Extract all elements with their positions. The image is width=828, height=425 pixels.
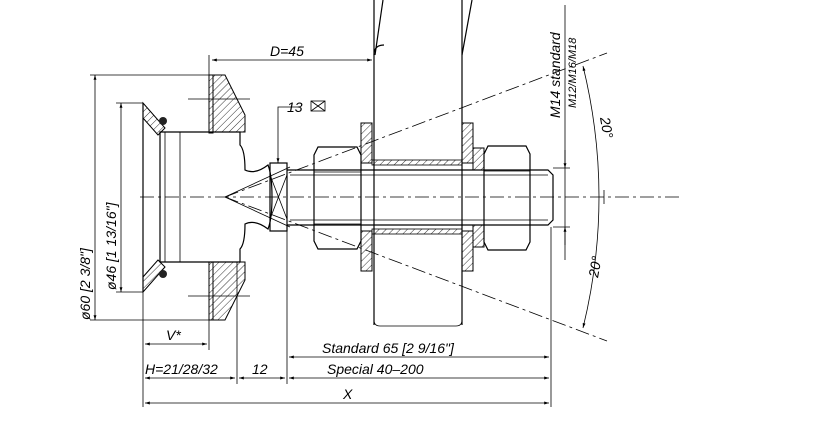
hex-nut-13 bbox=[269, 162, 288, 232]
right-washer-bottom bbox=[461, 230, 474, 272]
lock-washer-bottom bbox=[472, 224, 485, 248]
label-nut-size: 13 bbox=[287, 99, 303, 115]
left-hex-nut bbox=[313, 146, 362, 250]
left-washer-bottom bbox=[360, 230, 373, 272]
label-d: D=45 bbox=[270, 43, 304, 59]
right-hex-nut bbox=[483, 145, 531, 251]
angle-arc bbox=[582, 65, 600, 329]
label-dia60: ø60 [2 3/8"] bbox=[77, 247, 93, 320]
label-h: H=21/28/32 bbox=[145, 361, 218, 377]
label-thread-options: M12/M16/M18 bbox=[567, 37, 579, 108]
flange bbox=[188, 74, 250, 321]
square-icon bbox=[310, 100, 326, 112]
label-angle-top: 20° bbox=[597, 115, 617, 140]
angle-line-bottom bbox=[224, 196, 608, 342]
label-standard-length: Standard 65 [2 9/16"] bbox=[322, 340, 455, 356]
lock-washer-top bbox=[472, 147, 485, 171]
label-thread-standard: M14 standard bbox=[547, 31, 563, 118]
left-washer-top bbox=[360, 122, 373, 164]
label-x: X bbox=[342, 386, 353, 402]
right-washer-top bbox=[461, 122, 474, 164]
angle-line-top bbox=[224, 52, 608, 198]
coupling-body bbox=[142, 101, 291, 294]
label-twelve: 12 bbox=[252, 361, 268, 377]
label-angle-bottom: 20° bbox=[585, 254, 605, 279]
label-dia46: ø46 [1 13/16"] bbox=[103, 201, 119, 290]
label-special-length: Special 40–200 bbox=[327, 361, 424, 377]
dimension-lines bbox=[90, 5, 570, 407]
label-v: V* bbox=[166, 327, 181, 343]
